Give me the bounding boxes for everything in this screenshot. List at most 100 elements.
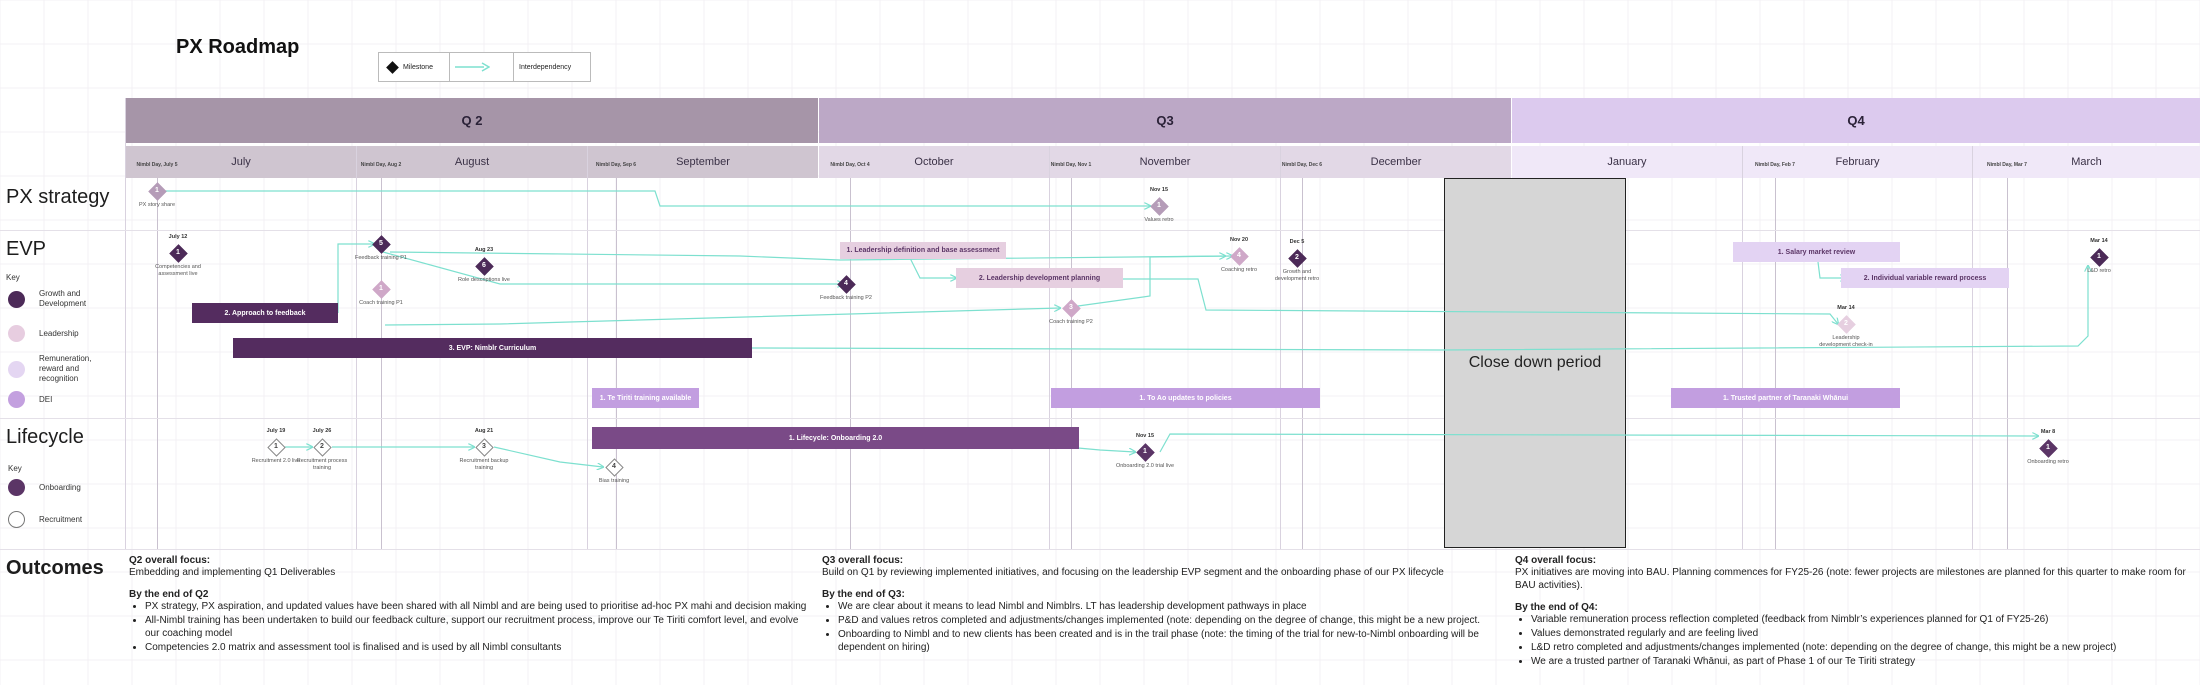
outcome-bullet: PX strategy, PX aspiration, and updated … (145, 600, 809, 613)
milestone-label: Growth and development retro (1274, 269, 1320, 282)
outcome-bullet: P&D and values retros completed and adju… (838, 614, 1502, 627)
month-december: December (1281, 146, 1511, 178)
key-label: Remuneration, reward and recognition (39, 354, 92, 383)
key-dot (8, 360, 25, 378)
milestone-label: Onboarding 2.0 trial live (1115, 463, 1175, 469)
section-divider (0, 549, 2200, 550)
outcome-focus-text: PX initiatives are moving into BAU. Plan… (1515, 567, 2186, 591)
nimbl-day-line (1775, 178, 1776, 549)
milestone-number: 1 (2046, 443, 2050, 451)
quarter-label: Q4 (1847, 113, 1865, 128)
evp-key-growth: Growth and Development (8, 289, 109, 309)
link-feedback-to-training-p2 (382, 251, 843, 284)
outcome-bullets: PX strategy, PX aspiration, and updated … (129, 600, 809, 654)
legend-interdependency-label: Interdependency (519, 63, 572, 71)
month-february: February (1743, 146, 1972, 178)
milestone-date: Dec 5 (1289, 239, 1305, 245)
link-salary-to-reward (1817, 261, 1846, 278)
bar-lifecycle-onboarding: 1. Lifecycle: Onboarding 2.0 (592, 427, 1079, 449)
month-july: July (126, 146, 356, 178)
key-label: Onboarding (39, 482, 81, 492)
month-divider (1972, 146, 1973, 549)
outcome-focus-text: Build on Q1 by reviewing implemented ini… (822, 567, 1444, 578)
nimbl-day-line (157, 178, 158, 549)
nimbl-day-label: Nimbl Day, Feb 7 (1755, 162, 1795, 168)
link-approach-to-feedback (337, 244, 374, 313)
milestone-label: Coach training P2 (1049, 319, 1093, 325)
key-label: Recruitment (39, 514, 83, 524)
month-august: August (357, 146, 587, 178)
milestone-number: 1 (1157, 201, 1161, 209)
bar-label: 2. Leadership development planning (978, 274, 1101, 282)
month-label: July (231, 156, 251, 168)
milestone-number: 6 (482, 261, 486, 269)
quarter-label: Q 2 (461, 113, 483, 128)
link-planning-to-check-in (1120, 278, 1838, 324)
nimbl-day-line (1302, 178, 1303, 549)
outcome-end-title: By the end of Q3: (822, 589, 905, 600)
outcome-q2: Q2 overall focus: Embedding and implemen… (129, 555, 809, 655)
outcome-bullets: We are clear about it means to lead Nimb… (822, 600, 1502, 654)
link-feedback-to-leadership (389, 251, 1225, 261)
outcome-focus-title: Q4 overall focus: (1515, 555, 1597, 566)
bar-label: 1. Leadership definition and base assess… (846, 247, 1000, 254)
milestone-number: 4 (612, 462, 616, 470)
evp-key-title: Key (6, 273, 20, 282)
month-divider (1049, 146, 1050, 549)
key-dot (8, 511, 25, 528)
legend: Milestone Interdependency (378, 52, 591, 82)
milestone-number: 1 (176, 248, 180, 256)
link-curriculum-to-ld-retro (751, 266, 2088, 351)
milestone-label: Coaching retro (1220, 267, 1258, 273)
month-label: August (454, 156, 490, 168)
bar-label: 1. Trusted partner of Taranaki Whānui (1722, 394, 1849, 402)
month-label: November (1139, 156, 1191, 168)
link-coach-p2-to-retro (1077, 256, 1232, 307)
milestone-date: July 26 (312, 428, 332, 434)
milestone-date: Aug 23 (474, 247, 494, 253)
bar-label: 1. Te Tiriti training available (599, 394, 692, 402)
bar-label: 2. Approach to feedback (224, 309, 306, 317)
milestone-label: Feedback training P1 (355, 255, 407, 261)
close-down-period: Close down period (1444, 178, 1626, 548)
milestone-label: Recruitment 2.0 live (251, 458, 301, 464)
milestone-number: 2 (320, 442, 324, 450)
milestone-label: Bias training (598, 478, 630, 484)
bar-leadership-definition: 1. Leadership definition and base assess… (840, 242, 1006, 259)
month-november: November (1050, 146, 1280, 178)
milestone-label: Recruitment backup training (459, 458, 509, 471)
outcome-bullet: Values demonstrated regularly and are fe… (1531, 627, 2195, 640)
milestone-number: 3 (482, 442, 486, 450)
milestone-number: 1 (379, 284, 383, 292)
key-dot (8, 391, 25, 408)
milestone-date: Nov 15 (1149, 187, 1169, 193)
quarter-band-q4: Q4 (1512, 98, 2200, 143)
month-label: February (1835, 156, 1880, 168)
section-evp: EVP (6, 238, 47, 260)
key-label: DEI (39, 394, 53, 404)
milestone-date: Nov 20 (1229, 237, 1249, 243)
month-label: September (676, 156, 730, 168)
month-label: March (2071, 156, 2102, 168)
milestone-number: 5 (379, 239, 383, 247)
outcome-focus-title: Q2 overall focus: (129, 555, 211, 566)
link-leadership-to-planning (909, 257, 956, 278)
bar-approach-to-feedback: 2. Approach to feedback (192, 303, 338, 323)
nimbl-day-line (381, 178, 382, 549)
link-trial-to-retro (1159, 434, 2038, 453)
key-label: Growth and Development (39, 289, 87, 308)
outcome-bullet: Onboarding to Nimbl and to new clients h… (838, 628, 1502, 654)
month-march: March (1973, 146, 2200, 178)
milestone-number: 3 (1069, 303, 1073, 311)
month-october: October (819, 146, 1049, 178)
evp-key-dei: DEI (8, 391, 109, 408)
key-label: Leadership (39, 328, 79, 338)
month-label: December (1370, 156, 1422, 168)
bar-label: 1. Salary market review (1777, 248, 1856, 256)
milestone-label: L&D retro (2087, 268, 2111, 274)
milestone-date: Mar 14 (2090, 238, 2108, 244)
milestone-number: 1 (1143, 447, 1147, 455)
lifecycle-key-title: Key (8, 464, 22, 473)
nimbl-day-label: Nimbl Day, Sep 6 (595, 162, 637, 168)
outcome-bullet: Variable remuneration process reflection… (1531, 613, 2195, 626)
